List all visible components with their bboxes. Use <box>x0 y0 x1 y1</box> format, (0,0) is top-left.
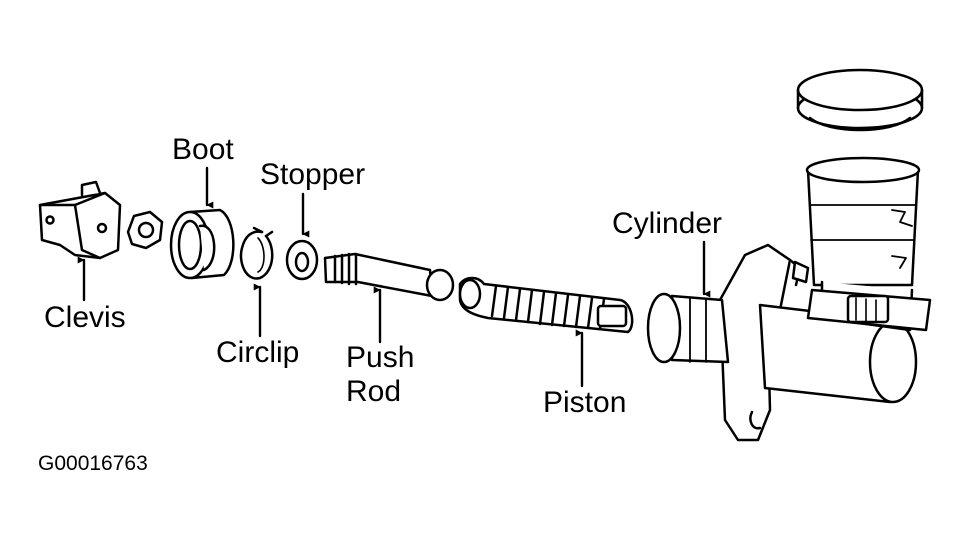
stopper-label: Stopper <box>260 158 366 191</box>
clevis-label: Clevis <box>44 301 126 334</box>
piston-part <box>458 276 634 334</box>
stopper-part <box>285 239 319 281</box>
figure-code: G00016763 <box>38 452 148 475</box>
boot-label: Boot <box>172 133 234 166</box>
cylinder-label: Cylinder <box>612 207 723 240</box>
piston-label: Piston <box>543 386 627 419</box>
push-rod-part <box>323 252 455 302</box>
clevis-part <box>38 180 122 260</box>
boot-part <box>169 208 235 280</box>
cylinder-body-part <box>646 156 932 442</box>
circlip-part <box>239 226 274 280</box>
leader-arrows <box>77 166 711 388</box>
nut-part <box>126 210 164 250</box>
push-rod-label-line2: Rod <box>346 375 402 408</box>
push-rod-label-line1: Push <box>346 341 415 374</box>
push-rod-label: Push Rod <box>346 341 414 409</box>
circlip-label: Circlip <box>216 336 300 369</box>
reservoir-cap-part <box>796 68 924 132</box>
